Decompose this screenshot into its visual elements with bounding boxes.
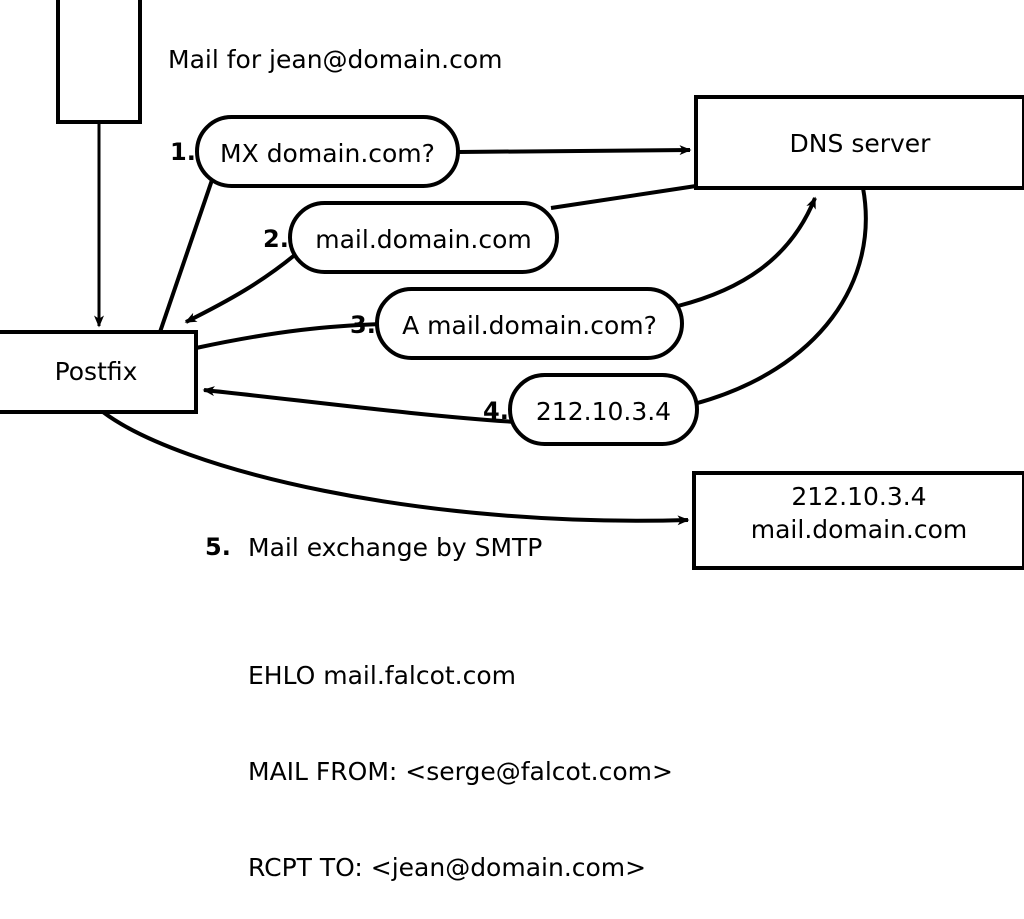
source-box bbox=[56, 0, 142, 124]
step-3-bubble bbox=[375, 287, 684, 360]
connector-step1-bubble-to-dns bbox=[457, 145, 692, 156]
step-3-number: 3. bbox=[350, 311, 376, 339]
dns-server-label: DNS server bbox=[789, 129, 931, 158]
postfix-box bbox=[0, 330, 198, 414]
connector-step1-postfix-to-bubble bbox=[158, 179, 214, 333]
connector-step2-bubble-to-postfix bbox=[184, 252, 298, 324]
step-1-number: 1. bbox=[170, 138, 196, 166]
destination-box bbox=[692, 471, 1024, 570]
step-4-number: 4. bbox=[483, 397, 509, 425]
step-5-label: Mail exchange by SMTP bbox=[248, 533, 543, 562]
connector-step5-postfix-to-destination bbox=[101, 410, 690, 526]
page-title: Mail for jean@domain.com bbox=[168, 45, 503, 74]
step-1-bubble bbox=[195, 115, 460, 188]
connector-step3-postfix-to-bubble bbox=[195, 322, 382, 350]
destination-label-host: mail.domain.com bbox=[750, 515, 968, 544]
step-4-bubble bbox=[508, 373, 699, 446]
postfix-label: Postfix bbox=[54, 357, 138, 386]
transcript-line: MAIL FROM: <serge@falcot.com> bbox=[248, 757, 673, 786]
smtp-transcript: EHLO mail.falcot.com MAIL FROM: <serge@f… bbox=[248, 596, 673, 919]
transcript-line: EHLO mail.falcot.com bbox=[248, 661, 517, 690]
dns-server-box bbox=[694, 95, 1024, 190]
connector-step4-dns-to-bubble bbox=[693, 187, 868, 406]
step-2-label: mail.domain.com bbox=[315, 225, 532, 254]
step-4-label: 212.10.3.4 bbox=[535, 397, 672, 426]
step-5-number: 5. bbox=[205, 533, 231, 561]
step-2-bubble bbox=[288, 201, 559, 274]
connector-step4-bubble-to-postfix bbox=[202, 386, 517, 424]
transcript-line: RCPT TO: <jean@domain.com> bbox=[248, 853, 647, 882]
step-2-number: 2. bbox=[263, 225, 289, 253]
connector-step2-dns-to-bubble bbox=[550, 184, 697, 210]
step-3-label: A mail.domain.com? bbox=[402, 311, 657, 340]
step-1-label: MX domain.com? bbox=[220, 139, 435, 168]
connector-step3-bubble-to-dns bbox=[677, 196, 817, 308]
destination-label-ip: 212.10.3.4 bbox=[791, 482, 927, 511]
